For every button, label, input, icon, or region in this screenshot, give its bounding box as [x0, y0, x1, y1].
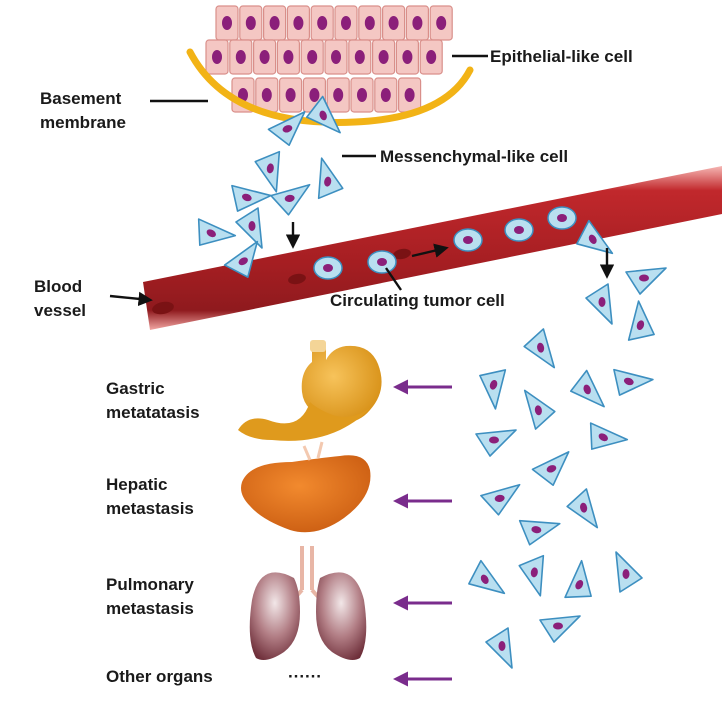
mesenchymal-cell [480, 483, 521, 516]
mesenchymal-cell [518, 519, 561, 546]
ctc-label: Circulating tumor cell [330, 291, 505, 310]
epithelial-cell [239, 5, 263, 41]
gastric-label-line2: metatatasis [106, 403, 200, 422]
ctc-flow-arrow [411, 243, 449, 258]
ctc-leader [385, 267, 402, 291]
epithelial-cell [324, 39, 348, 75]
mesenchymal-cell [267, 111, 306, 147]
mesenchymal-cell [485, 627, 513, 669]
mesenchymal-cell [531, 451, 570, 487]
circulating-tumor-cell [504, 218, 534, 242]
circulating-tumor-cell [547, 206, 577, 230]
mesenchymal-cell [613, 368, 654, 396]
gastric-label-line1: Gastric [106, 379, 165, 398]
mesenchymal-cell [576, 219, 614, 255]
circulating-tumor-cell [367, 250, 397, 274]
mesenchymal-cell [564, 559, 592, 599]
mesenchymal-cell [197, 218, 237, 246]
epithelial-cell [419, 39, 443, 75]
epithelial-cell [286, 5, 310, 41]
mesenchymal-cell [566, 488, 599, 529]
epithelial-cell [429, 5, 453, 41]
epithelial-cell [382, 5, 406, 41]
blood-vessel-label-line2: vessel [34, 301, 86, 320]
pulmonary-label-line2: metastasis [106, 599, 194, 618]
epithelial-cell [205, 39, 229, 75]
basement-label-line1: Basement [40, 89, 122, 108]
mesenchymal-cell [539, 615, 581, 643]
epithelial-cell [395, 39, 419, 75]
epithelial-cell [310, 5, 334, 41]
mesenchymal-cell [523, 389, 556, 430]
hepatic-label-line2: metastasis [106, 499, 194, 518]
epithelial-cell [300, 39, 324, 75]
epithelial-cell [229, 39, 253, 75]
mesenchymal-cell [468, 559, 506, 595]
mesenchymal-label: Messenchymal-like cell [380, 147, 568, 166]
mesenchymal-cell [475, 429, 517, 457]
epithelial-cell [398, 77, 422, 113]
epithelial-cell [350, 77, 374, 113]
circulating-tumor-cells [313, 206, 577, 280]
other-organs-label: Other organs [106, 667, 213, 686]
epithelial-cell [255, 77, 279, 113]
mesenchymal-cell [518, 554, 545, 597]
epithelial-cell [405, 5, 429, 41]
epithelial-cell [215, 5, 239, 41]
mesenchymal-cell [523, 328, 556, 369]
mesenchymal-cell [305, 95, 341, 134]
mesenchymal-cell [479, 369, 507, 410]
mesenchymal-cell [589, 422, 629, 450]
pulmonary-label-line1: Pulmonary [106, 575, 194, 594]
epithelial-cell-cluster [205, 5, 453, 113]
basement-membrane [186, 48, 474, 126]
vessel-arrow [109, 291, 153, 307]
organ-arrows [393, 379, 452, 687]
mesenchymal-cell [317, 157, 344, 200]
labels: Epithelial-like cell Basement membrane M… [34, 47, 633, 686]
other-organs-ellipsis: ······ [288, 667, 322, 686]
basement-label-line2: membrane [40, 113, 126, 132]
epithelial-cell [372, 39, 396, 75]
hepatic-label-line1: Hepatic [106, 475, 167, 494]
epithelial-label: Epithelial-like cell [490, 47, 633, 66]
lungs-icon [249, 546, 367, 660]
circulating-tumor-cell [313, 256, 343, 280]
epithelial-cell [334, 5, 358, 41]
blood-vessel-label-line1: Blood [34, 277, 82, 296]
epithelial-cell [348, 39, 372, 75]
mesenchymal-cell [270, 183, 311, 216]
pointer-lines [109, 54, 615, 307]
epithelial-cell [263, 5, 287, 41]
epithelial-cell [326, 77, 350, 113]
epithelial-cell [374, 77, 398, 113]
mesenchymal-cell [625, 267, 667, 295]
blood-vessel [143, 166, 722, 330]
mesenchymal-cell [585, 283, 613, 325]
mesenchymal-cell [231, 184, 272, 212]
epithelial-cell [276, 39, 300, 75]
circulating-tumor-cell [453, 228, 483, 252]
epithelial-cell [358, 5, 382, 41]
epithelial-cell [253, 39, 277, 75]
mesenchymal-cells [197, 95, 667, 669]
mesenchymal-cell [569, 369, 605, 408]
epithelial-cell [279, 77, 303, 113]
mesenchymal-cell [223, 240, 259, 278]
mesenchymal-cell [235, 207, 263, 249]
mesenchymal-cell [254, 150, 281, 193]
mesenchymal-cell [627, 300, 655, 341]
mesenchymal-cell [615, 551, 643, 593]
liver-icon [241, 441, 371, 533]
stomach-icon [238, 340, 382, 441]
